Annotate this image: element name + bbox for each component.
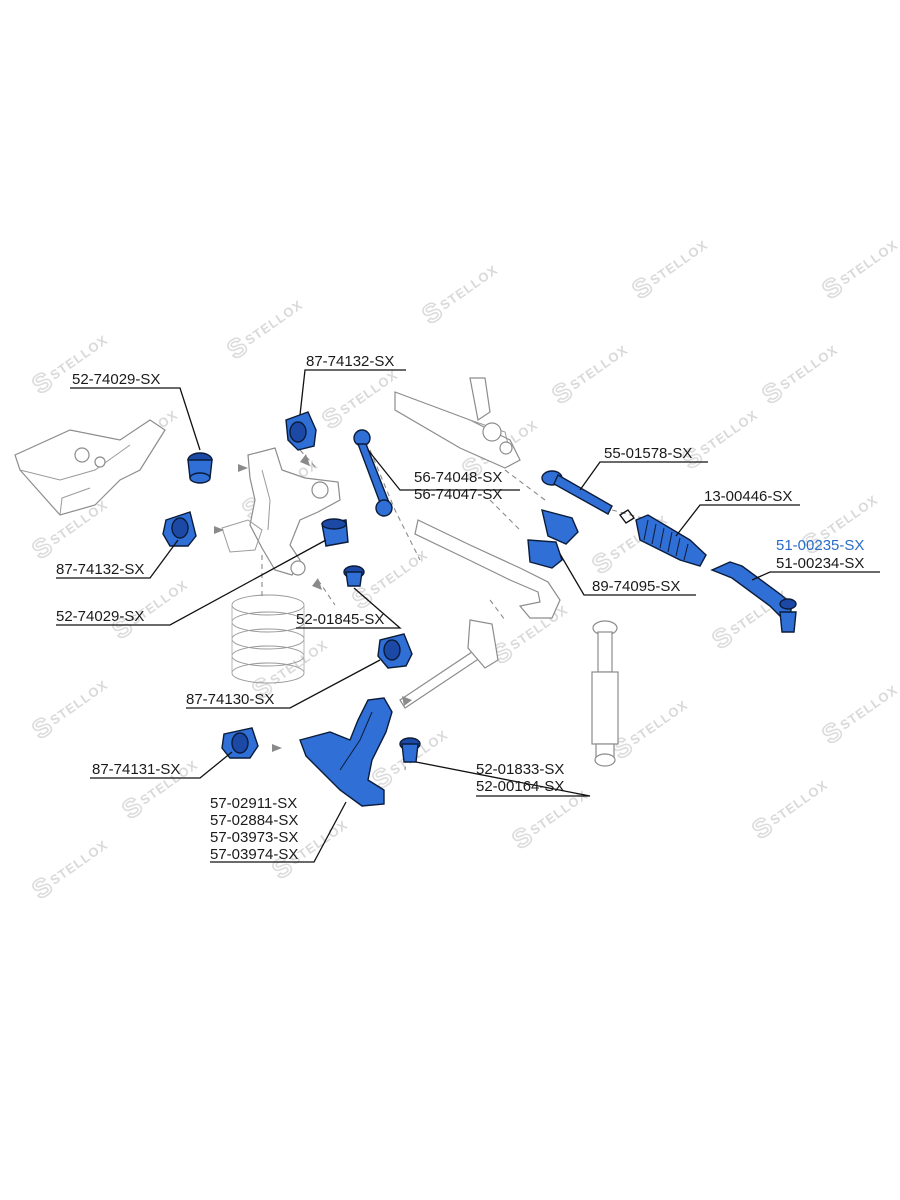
stabilizer-link-icon[interactable]	[353, 429, 393, 517]
label-52-74029-sx-top[interactable]: 52-74029-SX	[72, 371, 160, 388]
steering-knuckle-outline	[221, 447, 341, 576]
label-87-74130-sx[interactable]: 87-74130-SX	[186, 691, 274, 708]
watermark-text: STELLOX	[367, 547, 430, 598]
bushing-icon[interactable]	[221, 727, 259, 759]
watermark-text: STELLOX	[567, 342, 630, 393]
steering-boot-icon[interactable]	[618, 509, 707, 567]
ball-joint-icon[interactable]	[343, 565, 365, 587]
label-87-74131-sx[interactable]: 87-74131-SX	[92, 761, 180, 778]
assembly-guides	[214, 449, 651, 771]
watermark-text: STELLOX	[767, 777, 830, 828]
ball-joint-icon[interactable]	[399, 737, 421, 763]
label-57-03973-sx[interactable]: 57-03973-SX	[210, 829, 298, 846]
watermark-text: STELLOX	[817, 492, 880, 543]
steering-rack-outline	[394, 377, 521, 469]
label-57-02884-sx[interactable]: 57-02884-SX	[210, 812, 298, 829]
label-57-02911-sx[interactable]: 57-02911-SX	[210, 795, 297, 812]
subframe-outline	[14, 419, 166, 516]
watermark-text: STELLOX	[437, 262, 500, 313]
tie-rod-end-icon[interactable]	[710, 561, 797, 633]
label-13-00446-sx[interactable]: 13-00446-SX	[704, 488, 792, 505]
watermark-text: STELLOX	[337, 367, 400, 418]
label-55-01578-sx[interactable]: 55-01578-SX	[604, 445, 692, 462]
coil-spring-icon	[231, 594, 305, 684]
control-arm-icon[interactable]	[299, 697, 393, 807]
label-52-74029-sx-left[interactable]: 52-74029-SX	[56, 608, 144, 625]
tie-rod-outline	[399, 619, 499, 709]
label-87-74132-sx-left[interactable]: 87-74132-SX	[56, 561, 144, 578]
watermark-text: STELLOX	[777, 342, 840, 393]
label-52-01845-sx[interactable]: 52-01845-SX	[296, 611, 384, 628]
label-51-00234-sx[interactable]: 51-00234-SX	[776, 555, 864, 572]
watermark-text: STELLOX	[627, 697, 690, 748]
part-number-labels: 52-74029-SX 87-74132-SX 56-74048-SX 56-7…	[56, 353, 864, 863]
label-57-03974-sx[interactable]: 57-03974-SX	[210, 846, 298, 863]
label-89-74095-sx[interactable]: 89-74095-SX	[592, 578, 680, 595]
ball-joint-icon[interactable]	[321, 518, 349, 547]
inner-tie-rod-icon[interactable]	[541, 470, 613, 515]
label-51-00235-sx[interactable]: 51-00235-SX	[776, 537, 864, 554]
label-56-74048-sx[interactable]: 56-74048-SX	[414, 469, 502, 486]
bushing-icon[interactable]	[285, 411, 317, 451]
watermark-text: STELLOX	[837, 237, 900, 288]
leader-lines	[56, 369, 880, 863]
watermark-text: STELLOX	[47, 837, 110, 888]
watermark-text: STELLOX	[387, 727, 450, 778]
watermark-text: STELLOX	[242, 297, 305, 348]
bushing-icon[interactable]	[377, 633, 413, 669]
ball-joint-icon[interactable]	[187, 452, 213, 484]
watermark-text: STELLOX	[837, 682, 900, 733]
bushing-icon[interactable]	[162, 511, 197, 547]
watermark-text: STELLOX	[697, 407, 760, 458]
watermark-text: STELLOX	[47, 677, 110, 728]
stabilizer-bushing-icon[interactable]	[527, 509, 579, 569]
shock-absorber-icon	[591, 620, 619, 767]
label-56-74047-sx[interactable]: 56-74047-SX	[414, 486, 502, 503]
label-52-00164-sx[interactable]: 52-00164-SX	[476, 778, 564, 795]
label-87-74132-sx-top[interactable]: 87-74132-SX	[306, 353, 394, 370]
watermark-text: STELLOX	[647, 237, 710, 288]
label-52-01833-sx[interactable]: 52-01833-SX	[476, 761, 564, 778]
stabilizer-bar-outline	[414, 519, 561, 619]
